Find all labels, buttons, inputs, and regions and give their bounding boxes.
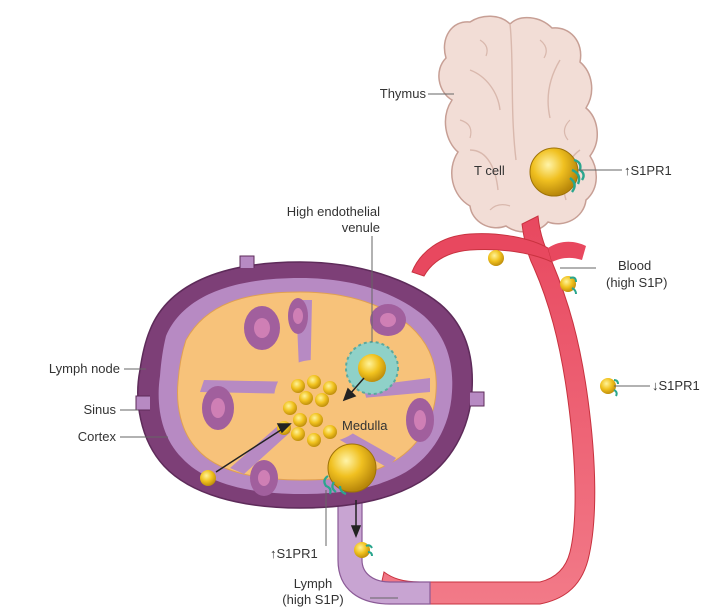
label-sinus: Sinus — [4, 402, 116, 418]
label-thymus: Thymus — [350, 86, 426, 102]
label-t-cell: T cell — [474, 163, 505, 179]
label-medulla: Medulla — [342, 418, 388, 434]
label-s1pr1-down: ↓S1PR1 — [652, 378, 700, 394]
lymph-t-cell — [354, 542, 372, 558]
label-lymph-line2: (high S1P) — [258, 592, 368, 608]
thymus — [439, 16, 597, 232]
label-blood-line1: Blood — [618, 258, 651, 274]
label-s1pr1-up-thymus: ↑S1PR1 — [624, 163, 672, 179]
label-hev-line1: High endothelial — [240, 204, 380, 220]
label-lymph-line1: Lymph — [258, 576, 368, 592]
label-hev-line2: venule — [240, 220, 380, 236]
label-blood-line2: (high S1P) — [606, 275, 667, 291]
label-s1pr1-up-node: ↑S1PR1 — [270, 546, 318, 562]
high-endothelial-venule — [346, 342, 398, 394]
label-lymph-node: Lymph node — [4, 361, 120, 377]
label-cortex: Cortex — [4, 429, 116, 445]
